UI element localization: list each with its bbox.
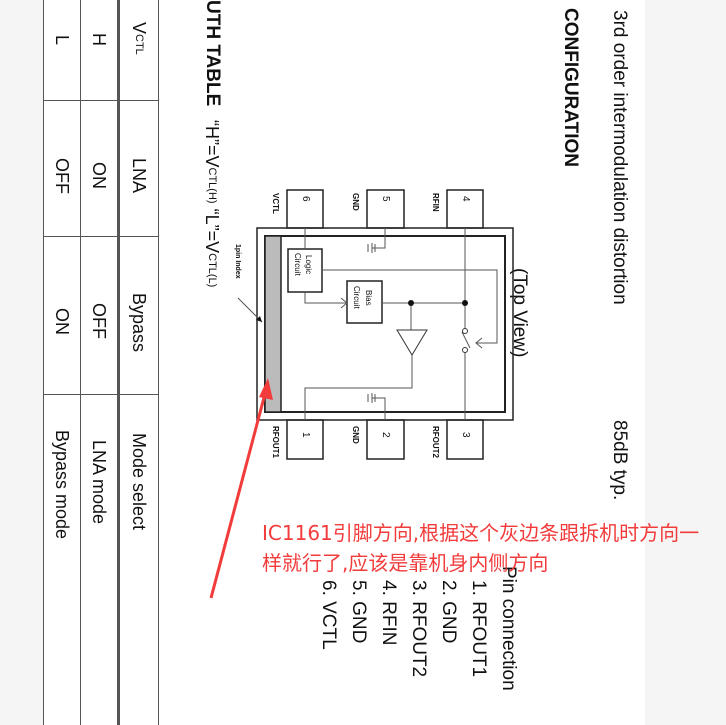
row2-bypass: ON	[52, 308, 72, 335]
background-left	[0, 0, 43, 725]
amplifier-symbol	[396, 329, 428, 356]
pin-connection-item: 2. GND	[438, 580, 459, 644]
pin-connection-item: 1. RFOUT1	[468, 580, 489, 678]
bias-circuit-box	[346, 280, 383, 324]
pin-4-num: 4	[460, 196, 471, 202]
pin-4-name: RFIN	[431, 193, 440, 212]
pin-1-num: 1	[300, 432, 311, 438]
section-title: CONFIGURATION	[560, 8, 581, 168]
row1-mode: LNA mode	[89, 440, 109, 525]
header-bypass: Bypass	[129, 293, 149, 353]
background-right	[645, 0, 726, 725]
pin-6-name: VCTL	[271, 193, 280, 214]
pin-5-name: GND	[351, 193, 360, 211]
pin-2	[366, 419, 405, 460]
pin-1-name: RFOUT1	[271, 426, 280, 458]
pin-2-num: 2	[380, 432, 391, 438]
pin-connection-item: 3. RFOUT2	[408, 580, 429, 678]
pin-2-name: GND	[351, 426, 360, 444]
annotation-note: IC1161引脚方向,根据这个灰边条跟拆机时方向一样就行了,应该是靠机身内侧方向	[262, 521, 700, 575]
pin-connection-title: Pin connection	[498, 566, 519, 691]
pin-index-label: 1pin Index	[234, 244, 241, 279]
truth-table-legend: “H”=VCTL(H) “L”=VCTL(L)	[202, 120, 222, 288]
header-lna: LNA	[129, 158, 149, 194]
annotation-arrow	[209, 389, 268, 599]
row1-vctl: H	[89, 33, 109, 46]
pin-connection-item: 4. RFIN	[378, 580, 399, 646]
feature-value: 85dB typ.	[609, 420, 630, 501]
row2-mode: Bypass mode	[52, 430, 72, 540]
row1-bypass: OFF	[89, 303, 109, 339]
header-mode: Mode select	[129, 433, 149, 531]
pin-5-num: 5	[380, 196, 391, 202]
bias-label-2: Circuit	[352, 286, 361, 309]
pin-connection-item: 6. VCTL	[318, 580, 339, 650]
row1-lna: ON	[89, 162, 109, 189]
truth-table-title: UTH TABLE	[202, 0, 223, 107]
row2-lna: OFF	[52, 158, 72, 194]
pin-3-name: RFOUT2	[431, 426, 440, 458]
pin-connection-item: 5. GND	[348, 580, 369, 644]
pin-6-num: 6	[300, 196, 311, 202]
row2-vctl: L	[52, 35, 72, 46]
pin1-index-bar	[264, 235, 282, 413]
logic-label-1: Logic	[304, 255, 313, 275]
pin-1	[286, 419, 324, 460]
pin-3-num: 3	[460, 432, 471, 438]
feature-text: 3rd order intermodulation distortion	[609, 10, 630, 305]
bias-label-1: Bias	[364, 290, 373, 306]
logic-label-2: Circuit	[293, 253, 302, 276]
top-view-label: (Top View)	[509, 268, 530, 358]
pin-3	[446, 419, 484, 460]
header-vctl: VCTL	[129, 22, 149, 55]
